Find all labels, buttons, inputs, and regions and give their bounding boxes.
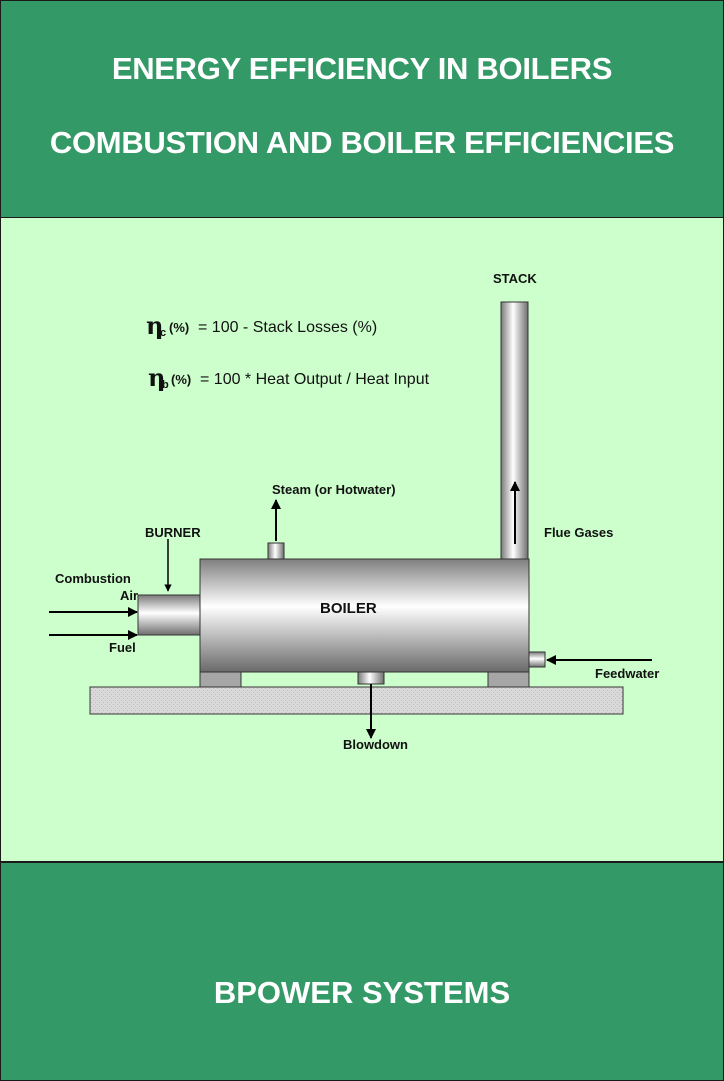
feedwater-inlet-nozzle xyxy=(528,651,546,668)
diagram-panel: η c (%) = 100 - Stack Losses (%) η b (%)… xyxy=(0,218,724,861)
combustion-air-label-line1: Combustion xyxy=(55,571,131,586)
page-subtitle: COMBUSTION AND BOILER EFFICIENCIES xyxy=(49,125,675,160)
eta-symbol: η xyxy=(148,363,165,392)
boiler-diagram: η c (%) = 100 - Stack Losses (%) η b (%)… xyxy=(49,271,659,752)
title-banner: ENERGY EFFICIENCY IN BOILERS COMBUSTION … xyxy=(0,0,724,219)
boiler-efficiency-equation: η b (%) = 100 * Heat Output / Heat Input xyxy=(148,363,430,392)
steam-outlet-nozzle xyxy=(267,542,285,560)
fuel-label: Fuel xyxy=(109,640,136,655)
equation-expression: = 100 - Stack Losses (%) xyxy=(198,319,377,336)
combustion-air-label-line2: Air xyxy=(120,588,138,603)
eta-unit: (%) xyxy=(169,320,189,335)
feedwater-label: Feedwater xyxy=(595,666,659,681)
flue-gases-label: Flue Gases xyxy=(544,525,613,540)
footer-banner: BPOWER SYSTEMS xyxy=(0,861,724,1081)
foundation-slab xyxy=(89,686,624,715)
blowdown-label: Blowdown xyxy=(343,737,408,752)
boiler-label: BOILER xyxy=(320,600,377,617)
boiler-shell xyxy=(199,558,530,673)
eta-symbol: η xyxy=(146,311,163,340)
eta-subscript: c xyxy=(160,327,166,339)
blowdown-nozzle xyxy=(357,671,385,685)
burner xyxy=(137,594,201,636)
page-title: ENERGY EFFICIENCY IN BOILERS xyxy=(111,51,613,86)
stack-label: STACK xyxy=(493,271,537,286)
burner-label: BURNER xyxy=(145,525,201,540)
steam-label: Steam (or Hotwater) xyxy=(272,482,396,497)
eta-subscript: b xyxy=(162,379,169,391)
equation-expression: = 100 * Heat Output / Heat Input xyxy=(200,371,430,388)
eta-unit: (%) xyxy=(171,372,191,387)
combustion-efficiency-equation: η c (%) = 100 - Stack Losses (%) xyxy=(146,311,377,340)
company-name: BPOWER SYSTEMS xyxy=(213,975,511,1010)
